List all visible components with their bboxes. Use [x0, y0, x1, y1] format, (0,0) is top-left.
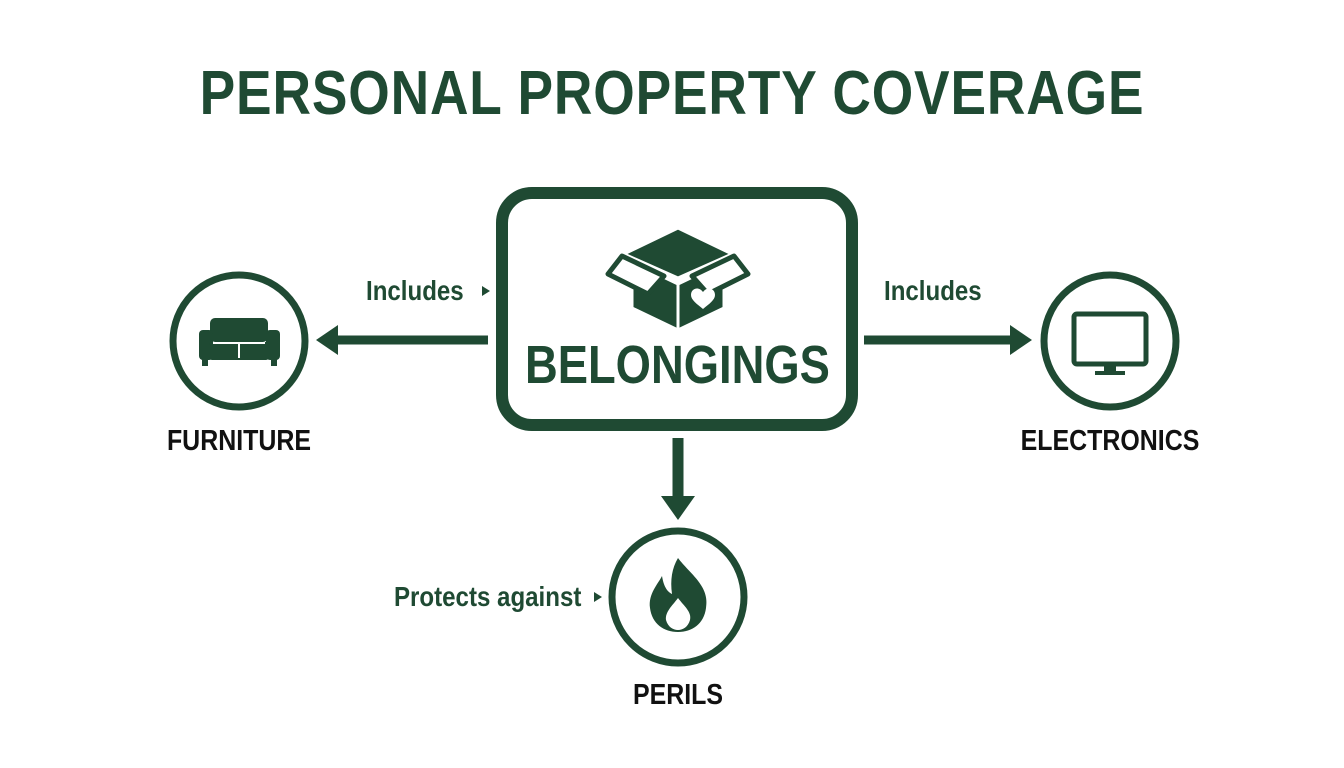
flame-icon	[649, 558, 707, 632]
includes-left-pointer	[482, 286, 490, 296]
arrow-to-furniture	[316, 325, 488, 355]
diagram-title: PERSONAL PROPERTY COVERAGE	[199, 59, 1145, 128]
furniture-label: FURNITURE	[166, 425, 312, 457]
belongings-box	[496, 187, 858, 431]
sofa-icon	[199, 318, 280, 366]
edge-label-right: Includes	[884, 275, 982, 306]
monitor-icon	[1071, 311, 1149, 375]
arrow-to-electronics	[864, 325, 1032, 355]
furniture-node	[169, 271, 309, 411]
box-with-heart-icon	[605, 226, 751, 332]
perils-node	[608, 527, 748, 667]
belongings-label: BELONGINGS	[524, 335, 830, 395]
edge-label-left: Includes	[366, 275, 464, 306]
electronics-node	[1040, 271, 1180, 411]
edge-label-bottom: Protects against	[394, 581, 582, 612]
electronics-label: ELECTRONICS	[1020, 425, 1200, 457]
protects-against-pointer	[594, 592, 602, 602]
arrow-to-perils	[661, 438, 695, 520]
perils-label: PERILS	[632, 679, 724, 711]
